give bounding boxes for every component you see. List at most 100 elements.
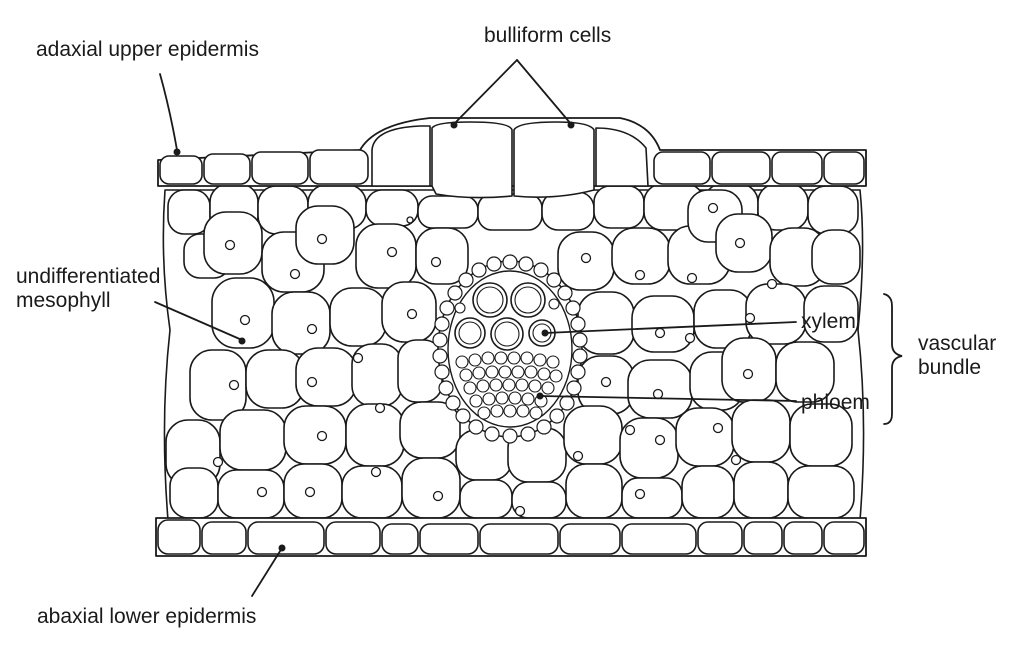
bulliform-cell [431, 121, 513, 199]
mesophyll-cell [577, 291, 635, 355]
nucleus [432, 490, 444, 502]
mesophyll-cell [169, 467, 219, 519]
label-xylem: xylem [801, 310, 856, 333]
epidermal-cell [771, 151, 823, 185]
epidermal-cell [251, 151, 309, 185]
nucleus [684, 332, 696, 344]
mesophyll-cell [355, 223, 417, 289]
label-undifferentiated-mesophyll: undifferentiated mesophyll [16, 265, 161, 312]
nucleus [212, 456, 224, 468]
mesophyll-cell [627, 359, 693, 419]
mesophyll-cell [675, 407, 735, 467]
nucleus [306, 376, 318, 388]
epidermal-cell [203, 153, 251, 185]
leader-abaxial [251, 547, 283, 597]
mesophyll-cell [345, 403, 405, 467]
abaxial-lower-epidermis [155, 517, 867, 557]
epidermal-cell [697, 521, 743, 555]
nucleus [370, 466, 382, 478]
bulliform-cell [513, 121, 595, 198]
nucleus [654, 434, 666, 446]
leader-dots [173, 121, 575, 552]
epidermal-cell [159, 155, 203, 185]
nucleus [654, 327, 666, 339]
mesophyll-cell [733, 461, 789, 519]
mesophyll-cell [219, 409, 287, 471]
mesophyll-cell [167, 189, 211, 235]
epidermal-cell [381, 523, 419, 555]
mesophyll-cell [417, 195, 479, 229]
nucleus [712, 422, 724, 434]
vascular-bundle [432, 254, 588, 444]
phloem-cells [455, 351, 563, 420]
nucleus [514, 505, 526, 517]
nucleus [766, 278, 778, 290]
dot-phloem [536, 392, 544, 400]
mesophyll-cell [731, 399, 791, 463]
nucleus [256, 486, 268, 498]
nucleus [634, 269, 646, 281]
xylem-vessels [454, 282, 560, 351]
mesophyll-cell [541, 191, 595, 231]
epidermal-cell [479, 523, 559, 555]
dot-bulliform-left [450, 121, 458, 129]
nucleus [686, 272, 698, 284]
epidermal-cell [247, 521, 325, 555]
label-bulliform-cells: bulliform cells [484, 24, 612, 47]
nucleus [652, 388, 664, 400]
label-abaxial-lower-epidermis: abaxial lower epidermis [37, 605, 257, 628]
mesophyll-cell [217, 469, 285, 519]
nucleus [742, 368, 754, 380]
epidermal-cell [823, 151, 865, 185]
leader-bulliform-left [453, 59, 518, 125]
nucleus [316, 233, 328, 245]
dot-bulliform-right [567, 121, 575, 129]
leader-adaxial [159, 73, 178, 151]
mesophyll-cell [775, 341, 835, 403]
mesophyll-cell [593, 185, 645, 229]
nucleus [306, 323, 318, 335]
mesophyll-cell [211, 277, 275, 349]
nucleus [600, 376, 612, 388]
epidermal-cell [823, 521, 865, 555]
vascular-bracket [883, 293, 903, 425]
nucleus [374, 402, 386, 414]
mesophyll-cell [283, 405, 347, 465]
leader-phloem [539, 395, 797, 402]
mesophyll-cell [459, 479, 513, 519]
leader-xylem [544, 321, 797, 334]
leader-lines [154, 59, 903, 597]
mesophyll-cell [477, 193, 543, 231]
nucleus [386, 246, 398, 258]
mesophyll-cell [807, 185, 859, 235]
dot-abaxial [278, 544, 286, 552]
xylem-vessel [458, 321, 482, 345]
epidermal-cell [419, 523, 479, 555]
nucleus [744, 312, 756, 324]
leader-mesophyll [154, 301, 243, 341]
nucleus [734, 237, 746, 249]
bulliform-cell [595, 127, 649, 187]
epidermal-cell [711, 151, 771, 185]
mesophyll-cell [563, 405, 623, 465]
dot-adaxial [173, 148, 181, 156]
label-vascular-bundle: vascular bundle [918, 332, 997, 379]
nucleus [580, 252, 592, 264]
mesophyll-cell [621, 477, 683, 519]
mesophyll-cell [803, 285, 859, 343]
xylem-vessel [494, 321, 520, 347]
xylem-vessel [514, 286, 542, 314]
nucleus [634, 488, 646, 500]
epidermal-cell [653, 151, 711, 185]
mesophyll-cell [329, 287, 387, 347]
epidermal-cell [783, 521, 823, 555]
epidermal-cell [559, 523, 621, 555]
cell-nuclei [212, 202, 778, 517]
nucleus [572, 450, 584, 462]
epidermal-cell [325, 521, 381, 555]
nucleus [228, 379, 240, 391]
mesophyll-cell [271, 291, 331, 355]
dot-xylem [541, 329, 549, 337]
